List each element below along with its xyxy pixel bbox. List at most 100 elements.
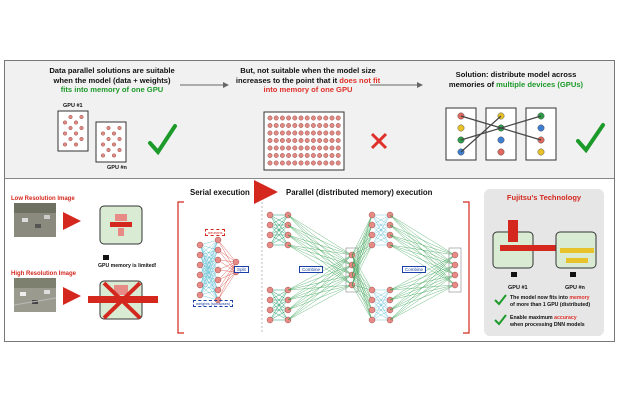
neuron — [266, 306, 274, 314]
weight-line — [287, 214, 353, 256]
neuron-dot — [317, 123, 322, 128]
split-box: Split — [234, 266, 249, 273]
neuron-dot — [323, 115, 329, 121]
neuron-dot — [63, 131, 68, 136]
neuron — [266, 286, 274, 294]
weight-line — [287, 244, 353, 276]
weight-line — [371, 289, 391, 301]
neuron-dot — [292, 153, 298, 158]
neuron-dot — [335, 115, 341, 121]
weight-line — [217, 249, 237, 263]
left-bracket — [177, 201, 184, 334]
weight-line — [389, 284, 456, 321]
gpu-memory-note: GPU memory is limited! — [98, 263, 157, 269]
neuron-dot — [304, 160, 310, 166]
connection-line — [500, 127, 542, 141]
neuron — [266, 211, 274, 219]
weight-line — [217, 261, 237, 291]
neuron — [368, 296, 376, 304]
weight-line — [351, 274, 373, 291]
caption3-line1: Solution: distribute model across — [455, 70, 577, 79]
neuron-dot — [323, 145, 329, 151]
neurons-label: neurons — [205, 229, 226, 236]
neuron — [214, 266, 222, 274]
neuron — [196, 261, 204, 269]
neuron — [451, 281, 459, 289]
high-res-image — [13, 278, 57, 312]
weight-line — [199, 239, 219, 256]
weight-line — [351, 214, 373, 276]
gpu-fits — [99, 205, 143, 245]
neuron-dot — [323, 123, 329, 128]
neuron — [214, 246, 222, 254]
caption3-line2-a: memories of — [448, 79, 497, 89]
check-icon — [494, 294, 507, 306]
note2-line1-a: Enable maximum — [510, 315, 555, 321]
fujitsu-gpun-label: GPU #n — [565, 285, 585, 291]
neuron-dot — [310, 138, 316, 143]
neuron-dot — [304, 115, 310, 121]
neuron-dot — [279, 160, 285, 166]
neuron-dot — [298, 115, 304, 121]
weight-line — [351, 234, 373, 286]
neuron-dot — [335, 130, 341, 136]
weight-line — [287, 244, 353, 256]
neuron-dot — [292, 145, 298, 151]
weight-line — [351, 244, 373, 286]
weight-line — [389, 254, 456, 311]
fujitsu-note-memory: The model now fits into memory of more t… — [510, 295, 602, 308]
neuron-dot — [292, 160, 298, 166]
neuron-dot — [304, 153, 310, 158]
neuron-dot — [335, 145, 341, 151]
neuron-dot — [317, 153, 322, 158]
neuron-dot — [317, 138, 322, 143]
weight-line — [269, 309, 289, 321]
weight-line — [351, 214, 373, 256]
neuron-dot — [298, 130, 304, 136]
fujitsu-gpu1 — [492, 220, 572, 269]
neuron-dot — [298, 138, 304, 143]
weight-line — [199, 239, 219, 276]
gpu1-label: GPU #1 — [63, 103, 83, 109]
weight-line — [269, 214, 289, 226]
weight-line — [269, 289, 289, 301]
serial-execution-label: Serial execution — [190, 188, 250, 197]
weight-line — [371, 214, 391, 236]
weight-line — [269, 224, 289, 246]
neuron-dot — [117, 136, 122, 141]
neuron-dot — [317, 130, 322, 136]
parallel-execution-label: Parallel (distributed memory) execution — [286, 188, 433, 197]
weight-line — [199, 249, 219, 296]
output-column — [448, 247, 462, 293]
caption-data-parallel: Data parallel solutions are suitable whe… — [12, 66, 212, 95]
weight-line — [287, 254, 353, 311]
weight-line — [389, 244, 456, 256]
neuron-dot — [304, 123, 310, 128]
neuron — [266, 316, 274, 324]
neuron-dot — [279, 153, 285, 158]
weight-line — [287, 284, 353, 321]
caption-solution: Solution: distribute model across memori… — [416, 70, 616, 89]
neuron — [196, 291, 204, 299]
neuron-dot — [310, 130, 316, 136]
caption3-line2-b: multiple devices (GPUs) — [496, 79, 584, 89]
weight-line — [287, 254, 353, 301]
diagram-frame — [4, 60, 615, 342]
neuron-dot — [273, 153, 279, 158]
weight-line — [371, 214, 391, 246]
neuron-dot — [292, 123, 298, 128]
neuron — [368, 231, 376, 239]
right-bracket — [463, 201, 470, 334]
weights-label: weights (synapses) — [193, 300, 234, 307]
high-res-label: High Resolution Image — [11, 271, 77, 277]
weight-line — [217, 261, 237, 281]
weight-line — [351, 284, 373, 301]
weight-line — [389, 214, 456, 256]
weight-line — [199, 239, 219, 266]
weight-line — [351, 254, 373, 291]
neuron-dot — [273, 138, 279, 143]
neuron-dot — [298, 145, 304, 151]
neuron-dot — [335, 153, 341, 158]
weight-line — [371, 234, 391, 246]
